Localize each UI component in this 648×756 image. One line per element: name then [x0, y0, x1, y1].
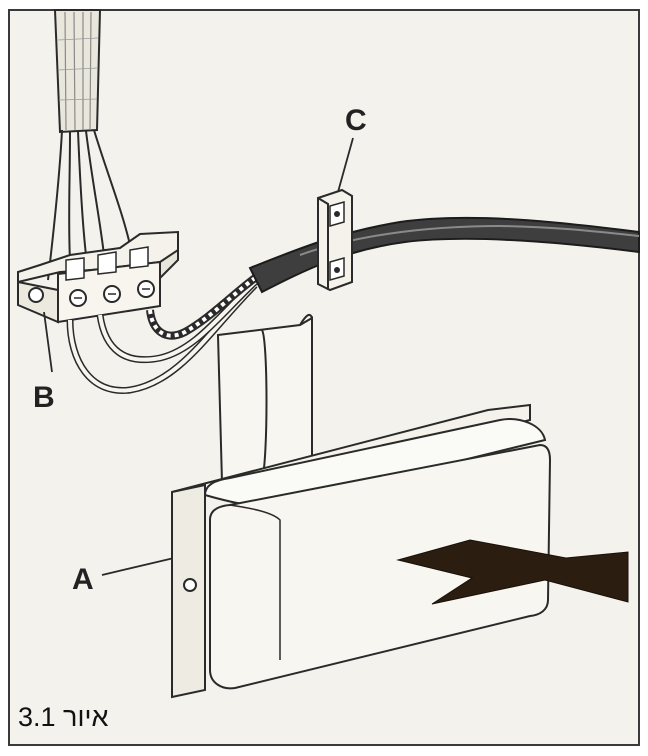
external-wires	[66, 274, 258, 394]
terminal-block	[17, 230, 179, 324]
label-b: B	[33, 381, 55, 414]
internal-wires	[47, 129, 131, 281]
cover-box	[171, 313, 552, 699]
removal-arrow	[396, 539, 629, 605]
label-c: C	[345, 104, 367, 137]
label-a: A	[72, 563, 94, 596]
pointer-lines	[43, 137, 354, 576]
figure-caption: איור 3.1	[18, 702, 109, 732]
cable-clamp	[317, 188, 353, 292]
cable-sheath	[53, 9, 102, 134]
